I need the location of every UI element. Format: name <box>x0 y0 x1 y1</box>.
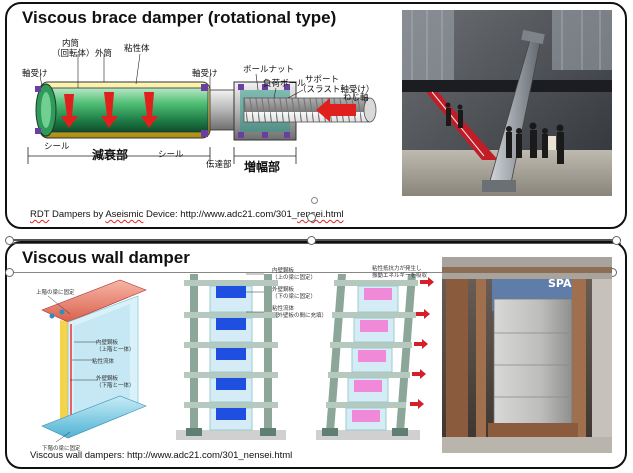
caption-url-end: rensei.html <box>297 209 344 220</box>
resize-handle-top-mid[interactable] <box>307 236 316 245</box>
label-mid-fluid: 粘性流体 <box>272 306 295 312</box>
wall-damper-section-diagram <box>41 279 147 443</box>
label-bearing-left: 軸受け <box>22 69 48 79</box>
label-ball-nut: ボールナット <box>243 65 295 75</box>
brace-damper-photo <box>402 10 612 196</box>
label-inner-wall: 内壁鋼板 <box>96 340 119 346</box>
resize-handle-top-right[interactable] <box>612 236 621 245</box>
label-support: サポート <box>305 75 340 85</box>
caption-aseismic: Aseismic <box>105 209 144 220</box>
label-mid-outer-wall-sub: （下の梁に固定） <box>272 294 317 300</box>
label-right-force: 粘性抵抗力が発生し <box>372 266 422 272</box>
resize-handle-mid-left[interactable] <box>5 268 14 277</box>
label-amplifier-section: 増幅部 <box>244 160 281 174</box>
label-damping-section: 減衰部 <box>92 148 129 162</box>
label-inner-cylinder-sub: （回転体） <box>52 49 95 59</box>
frame-deformed-diagram <box>316 274 434 440</box>
caption-dampers-by: Dampers by <box>49 209 106 220</box>
label-seal-right: シール <box>158 150 184 160</box>
slide-bottom-caption: Viscous wall dampers: http://www.adc21.c… <box>30 450 293 461</box>
rotate-handle[interactable] <box>311 197 318 204</box>
label-support-sub: （スラスト軸受け） <box>298 85 375 95</box>
slide-bottom-title: Viscous wall damper <box>22 248 190 267</box>
label-outer-wall-sub: （下階と一体） <box>96 383 135 389</box>
label-inner-wall-sub: （上階と一体） <box>96 347 135 353</box>
caption-rdt: RDT <box>30 209 50 220</box>
label-inner-cylinder: 内筒 <box>62 39 80 49</box>
label-mid-fluid-sub: （外壁板の間に充填） <box>272 313 328 319</box>
caption-device-url: Device: http://www.adc21.com/301_ <box>143 209 298 220</box>
label-mid-inner-wall: 内壁鋼板 <box>272 268 295 274</box>
label-top-beam: 上階の梁に固定 <box>36 290 75 296</box>
frame-damper-diagram <box>176 273 286 440</box>
label-screw-shaft: ねじ軸 <box>343 93 369 103</box>
label-transmission-section: 伝達部 <box>206 160 232 170</box>
label-outer-wall: 外壁鋼板 <box>96 376 119 382</box>
label-load-ball: 負荷ボール <box>263 79 306 89</box>
label-viscous-fluid: 粘性流体 <box>92 359 115 365</box>
label-bearing-mid: 軸受け <box>192 69 218 79</box>
brace-damper-diagram <box>27 53 377 164</box>
label-viscous-body: 粘性体 <box>124 44 150 54</box>
selection-frame-top-inner <box>9 243 621 244</box>
label-outer-cylinder: 外筒 <box>95 49 113 59</box>
label-mid-inner-wall-sub: （上の梁に固定） <box>272 275 317 281</box>
selection-frame-mid <box>9 272 613 273</box>
slide-top-caption: RDT Dampers by Aseismic Device: http://w… <box>30 209 343 220</box>
label-right-force-sub: 振動エネルギーを吸収 <box>372 273 428 279</box>
label-bottom-beam: 下階の梁に固定 <box>42 446 81 452</box>
label-mid-outer-wall: 外壁鋼板 <box>272 287 295 293</box>
wall-damper-photo: SPA <box>442 257 612 453</box>
label-seal-left: シール <box>44 142 70 152</box>
photo-sign-text: SPA <box>548 277 572 290</box>
resize-handle-bottom-mid[interactable] <box>307 213 316 222</box>
resize-handle-top-left[interactable] <box>5 236 14 245</box>
slide-top-title: Viscous brace damper (rotational type) <box>22 8 337 27</box>
